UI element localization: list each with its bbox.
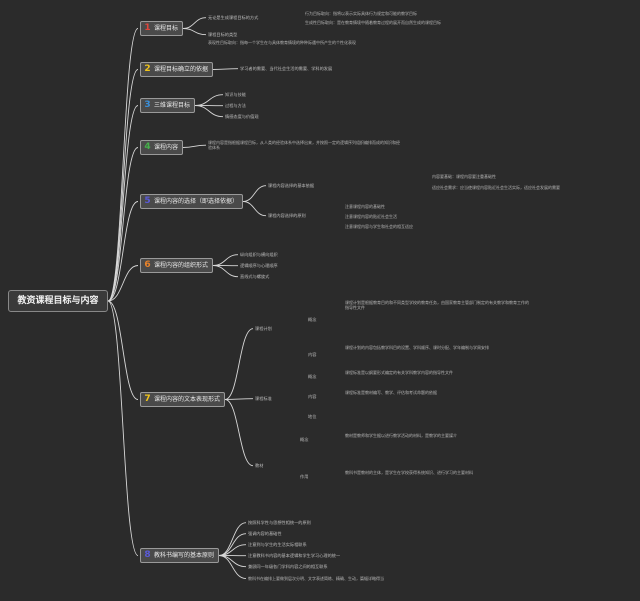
b5-leaf-3: 注意课程内容的基础性 [345,204,385,209]
b1-leaf-2: 生成性目标取向：是在教育情境中随着教育过程的展开而自然生成的课程目标 [305,20,441,25]
b4-sub-1[interactable]: 课程内容是指根据课程目标，从人类的经验体系中选择出来，并按照一定的逻辑序列组织编… [208,140,400,151]
branch-7-number: 7 [144,394,151,404]
edge-root-branch-2 [107,69,139,302]
b5-sub-1[interactable]: 课程内容选择的基本依据 [268,183,315,188]
branch-4-number: 4 [144,142,151,152]
b7-label-6: 概念 [300,437,309,442]
branch-7-label: 课程内容的文本表现形式 [154,396,221,403]
edge-b8-sub-6 [218,555,247,580]
branch-5-label: 课程内容的选择（即选择依据） [154,198,239,205]
b3-sub-3[interactable]: 情感态度与价值观 [225,114,259,119]
b8-sub-3[interactable]: 注意到与学生的生活实际相联系 [248,542,307,547]
branch-4-label: 课程内容 [154,144,179,151]
edge-b1-sub-1 [182,17,207,29]
edge-b6-sub-1 [213,254,239,266]
edge-b3-sub-1 [195,94,224,106]
edge-b2-sub-1 [213,68,239,70]
b1-leaf-1: 行为目标取向：指将以表示实际具体行为规定和可能的教学目标 [305,11,417,16]
b1-leaf-3: 表现性目标取向：指每一个学生在与具体教育情境的种种际遇中所产生的个性化表现 [208,40,356,45]
b7-leaf-6: 教科书是教材的主体，是学生在学校获得系统知识、进行学习的主要材料 [345,470,473,475]
branch-8-number: 8 [144,550,151,560]
b3-sub-1[interactable]: 知识与技能 [225,92,246,97]
b8-sub-5[interactable]: 兼顾同一年级各门学科内容之间的相互联系 [248,564,328,569]
branch-6-label: 课程内容的组织形式 [154,262,209,269]
edge-root-branch-6 [107,265,139,302]
b7-label-2: 内容 [308,352,317,357]
b7-leaf-3: 课程标准是以纲要形式编定的有关学科教学内容的指导性文件 [345,370,453,375]
edge-root-branch-4 [107,147,139,302]
b7-leaf-2: 课程计划的内容包括教学科目的设置、学科顺序、课时分配、学年编制与学周安排 [345,345,489,350]
branch-2-label: 课程目标确立的依据 [154,66,209,73]
edge-b8-sub-1 [218,522,247,556]
branch-1-number: 1 [144,23,151,33]
edge-b8-sub-2 [218,533,247,556]
b8-sub-6[interactable]: 教科书在编排上要做到层次分明、文字表述简练、精确、生动，篇幅详略得当 [248,576,384,581]
b7-sub-1[interactable]: 课程计划 [255,326,272,331]
edge-root-branch-8 [107,300,139,556]
b6-sub-2[interactable]: 逻辑顺序与心理顺序 [240,263,278,268]
b7-label-3: 概念 [308,374,317,379]
edge-b1-sub-2 [183,28,207,36]
b8-sub-2[interactable]: 强调内容的基础性 [248,531,282,536]
b5-leaf-4: 注意课程内容的贴近社会生活 [345,214,397,219]
b8-sub-1[interactable]: 按照科学性与思想性相统一的原则 [248,520,311,525]
edge-b4-sub-1 [183,144,207,148]
b5-leaf-2: 适应社会需求：应当使课程内容贴近社会生活实际，适应社会发展的需要 [432,185,560,190]
edge-b7-sub-2 [225,398,254,400]
b7-label-7: 作用 [300,474,309,479]
b1-sub-2[interactable]: 课程目标的类型 [208,32,238,37]
edge-root-branch-1 [107,28,139,302]
b5-sub-2[interactable]: 课程内容选择的原则 [268,213,306,218]
edge-b8-sub-5 [219,555,247,568]
edge-b5-sub-2 [242,201,267,217]
branch-1-label: 课程目标 [154,25,179,32]
b6-sub-1[interactable]: 纵向组织与横向组织 [240,252,278,257]
edge-b7-sub-3 [224,399,254,467]
root-node[interactable]: 教资课程目标与内容 [8,290,108,312]
b5-leaf-5: 注意课程内容与学生和社会的相互适应 [345,224,413,229]
b6-sub-3[interactable]: 直线式与螺旋式 [240,274,270,279]
b7-leaf-4: 课程标准是教材编写、教学、评估和考试命题的依据 [345,390,437,395]
b7-sub-2[interactable]: 课程标准 [255,396,272,401]
b7-label-4: 内容 [308,394,317,399]
b1-sub-1[interactable]: 无论是生成课程目标的方式 [208,15,259,20]
b7-label-5: 地位 [308,414,317,419]
edge-root-branch-7 [107,300,139,400]
b3-sub-2[interactable]: 过程与方法 [225,103,246,108]
b7-leaf-1: 课程计划是根据教育目的和不同类型学校的教育任务，由国家教育主管部门制定的有关教学… [345,300,529,311]
branch-8-label: 教科书编写的基本原则 [154,552,215,559]
edge-root-branch-5 [107,201,139,302]
edge-b5-sub-1 [242,185,267,202]
branch-5-number: 5 [144,196,151,206]
edge-b6-sub-3 [213,265,239,278]
b5-leaf-1: 内容要基础：课程内容要注重基础性 [432,174,496,179]
branch-6-number: 6 [144,260,151,270]
edge-b7-sub-1 [224,328,254,400]
branch-2-number: 2 [144,64,151,74]
b7-leaf-5: 教材是教师和学生据以进行教学活动的材料，是教学的主要媒介 [345,433,457,438]
edge-b3-sub-3 [195,105,224,118]
b2-sub-1[interactable]: 学习者的需要、当代社会生活的需要、学科的发展 [240,66,333,71]
branch-3-number: 3 [144,100,151,110]
b7-label-1: 概念 [308,317,317,322]
b7-sub-3[interactable]: 教材 [255,463,264,468]
b8-sub-4[interactable]: 注意教科书内容的基本逻辑和学生学习心理的统一 [248,553,341,558]
edge-root-branch-3 [107,105,139,302]
branch-3-label: 三维课程目标 [154,102,191,109]
